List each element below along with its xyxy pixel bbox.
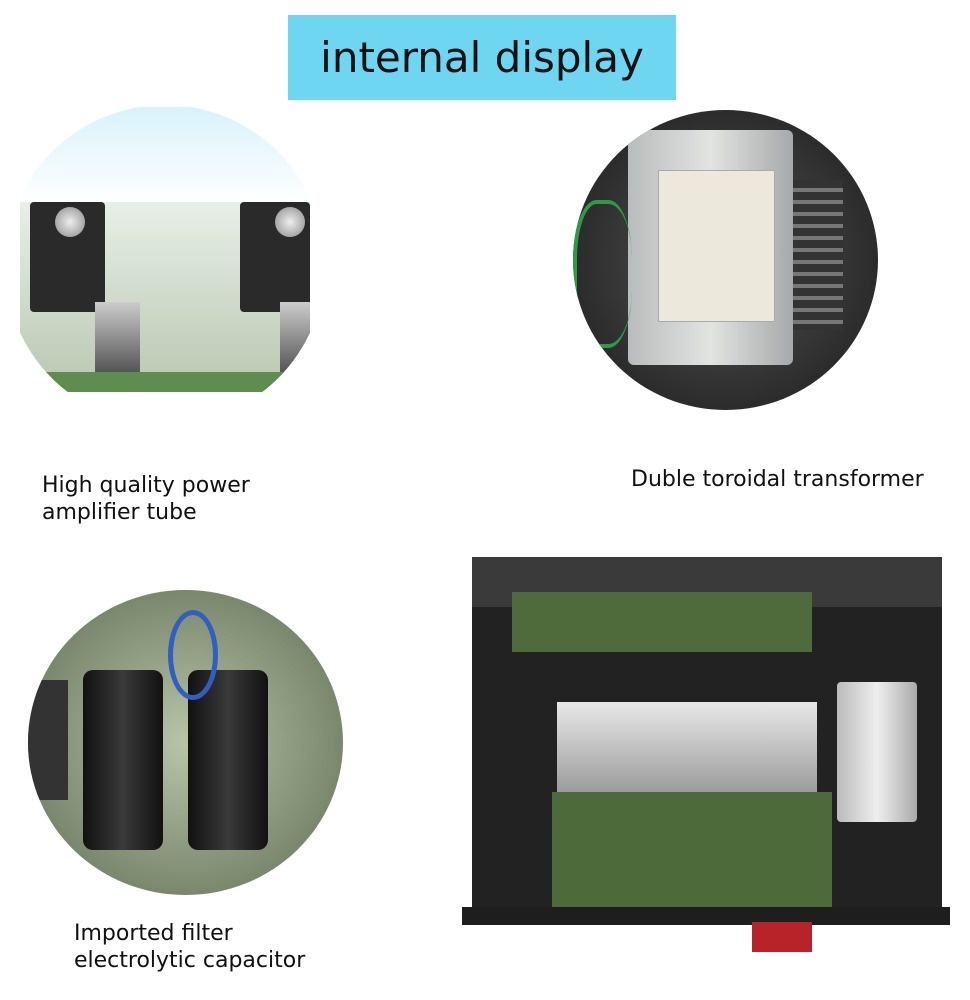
caption-line: amplifier tube: [42, 500, 197, 525]
title-banner: internal display: [288, 15, 676, 100]
capacitor-caption: Imported filter electrolytic capacitor: [74, 920, 305, 974]
transformer-caption: Duble toroidal transformer: [631, 467, 924, 492]
caption-line: electrolytic capacitor: [74, 948, 306, 973]
amplifier-tube-caption: High quality power amplifier tube: [42, 472, 250, 526]
amplifier-interior-photo: [462, 522, 950, 1000]
caption-line: Imported filter: [74, 921, 233, 946]
capacitor-photo: [28, 590, 343, 895]
transformer-photo: [573, 110, 878, 410]
page-title: internal display: [320, 33, 644, 82]
amplifier-tube-photo: [20, 107, 310, 425]
caption-line: High quality power: [42, 473, 250, 498]
